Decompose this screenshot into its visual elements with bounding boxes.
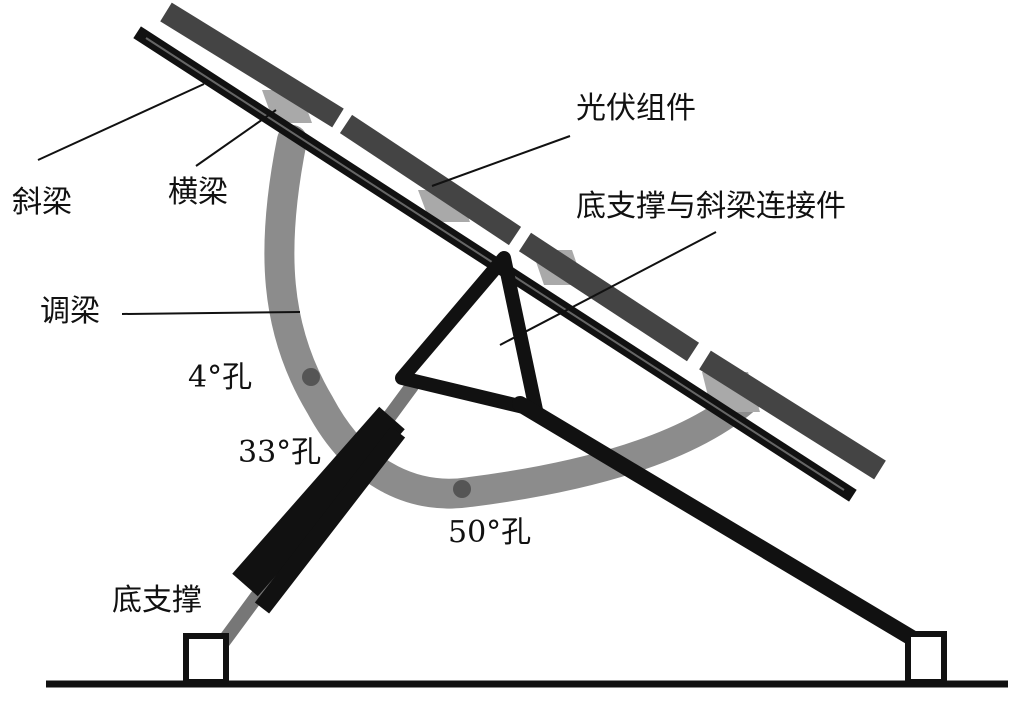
label-adjust-beam: 调梁 bbox=[40, 294, 100, 329]
connector-triangle bbox=[395, 251, 543, 417]
bottom-support-outer bbox=[232, 406, 405, 597]
label-bottom-support: 底支撑 bbox=[112, 583, 202, 618]
label-slant-beam: 斜梁 bbox=[12, 185, 72, 220]
label-hole-4: 4°孔 bbox=[188, 360, 253, 395]
hole-4 bbox=[302, 368, 320, 386]
bottom-support-sleeve bbox=[254, 426, 406, 614]
label-pv-module: 光伏组件 bbox=[576, 91, 696, 126]
label-cross-beam: 横梁 bbox=[168, 175, 228, 210]
adjust-beam bbox=[264, 125, 765, 509]
cross-beams bbox=[262, 90, 760, 412]
pv-modules bbox=[160, 2, 886, 480]
label-hole-33: 33°孔 bbox=[238, 435, 322, 470]
hole-50 bbox=[453, 480, 471, 498]
rear-support bbox=[512, 396, 940, 658]
label-hole-50: 50°孔 bbox=[448, 515, 532, 550]
foundation-right bbox=[905, 631, 947, 685]
label-connector: 底支撑与斜梁连接件 bbox=[576, 189, 846, 224]
leader-lines bbox=[37, 83, 717, 346]
foundation-left bbox=[183, 633, 229, 685]
